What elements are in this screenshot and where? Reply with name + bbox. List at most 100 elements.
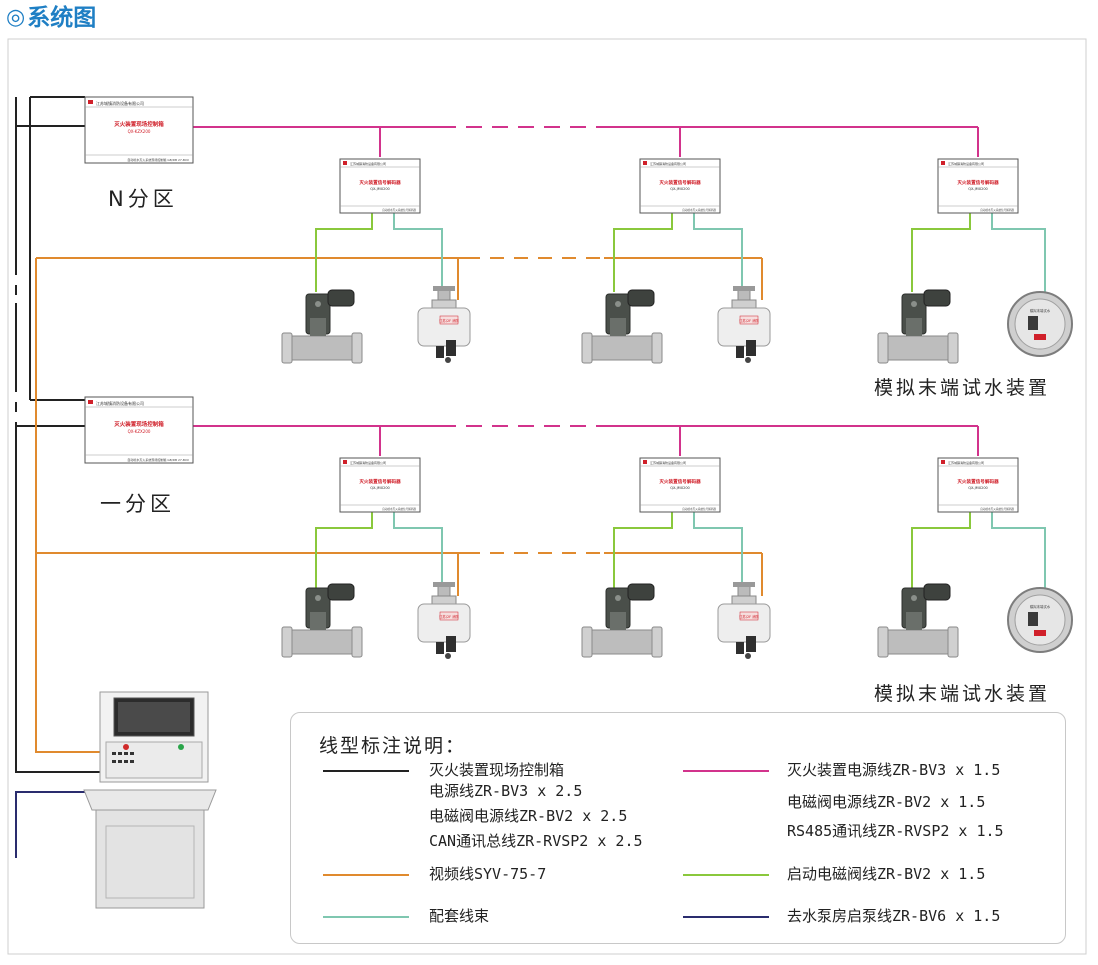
site-control-box-n: 江苏城镇消防设备有限公司灭火装置现场控制箱QX-KZX200自动喷水灭火系统现场… [84,96,194,164]
solenoid-valve-n-2 [581,289,663,364]
cabinet-cap [733,286,755,291]
valve-cabinet-n-1: 江苏/2F 消防 [417,286,471,363]
cabinet-knob [745,653,751,659]
control-bus-lower [15,422,118,773]
branch-one-1-teal [393,512,443,588]
console-key [112,760,116,763]
valve-flange-right [651,332,663,364]
branch-n-3-teal [991,213,1046,292]
console-base-door [105,825,195,899]
decoder-model: QX-JMX200 [670,187,690,191]
test-device-indicator [1034,630,1046,636]
diagram-frame [7,38,1087,955]
site-box-body [84,96,194,164]
branch-n-3-green [911,213,971,292]
legend: 线型标注说明： 灭火装置现场控制箱 电源线ZR-BV3 x 2.5 电磁阀电源线… [290,712,1066,944]
branch-n-1-teal [393,213,443,292]
valve-connector [923,289,951,307]
valve-stem [310,612,326,630]
cabinet-body [417,307,471,347]
cabinet-knob [745,357,751,363]
branch-one-1-green [315,512,373,588]
console-screen-glass [118,702,190,732]
console-key [130,752,134,755]
decoder-one-3: 江苏城镇消防设备有限公司灭火装置信号解码器QX-JMX200自动喷水灭火系统信号… [937,457,1019,513]
cabinet-handle-left [436,642,444,654]
decoder-body [639,158,721,214]
decoder-one-2: 江苏城镇消防设备有限公司灭火装置信号解码器QX-JMX200自动喷水灭火系统信号… [639,457,721,513]
cabinet-label-box [739,315,759,325]
terminal-test-device-one: 模拟末端试水 [1007,587,1073,653]
cabinet-handle-left [436,346,444,358]
valve-pipe [587,629,657,655]
test-device-label: 模拟末端试水 [1030,308,1051,313]
cabinet-neck [731,595,757,605]
site-box-logo-icon [88,100,93,104]
valve-cabinet-one-1: 江苏/2F 消防 [417,582,471,659]
legend-text-pump: 去水泵房启泵线ZR-BV6 x 1.5 [787,907,1001,925]
decoder-company: 江苏城镇消防设备有限公司 [948,460,984,465]
decoder-model: QX-JMX200 [370,486,390,490]
valve-nut [315,595,321,601]
site-box-footer: 自动喷水灭火系统现场控制箱 GB/DB 27-BXX [127,457,189,462]
valve-pipe [587,335,657,361]
valve-flange-left [877,626,889,658]
valve-nut [615,301,621,307]
terminal-label-upper: 模拟末端试水装置 [874,377,1051,399]
decoder-body [937,158,1019,214]
decoder-model: QX-JMX200 [670,486,690,490]
console-status-light-icon [178,744,184,750]
branch-one-2-green [613,512,673,588]
branch-n-2-teal [693,213,743,292]
decoder-title: 灭火装置信号解码器 [358,478,401,485]
title-text: 系统图 [27,5,97,31]
valve-connector [627,289,655,307]
zone-label-n: N分区 [108,187,178,211]
legend-text-power-1: 灭火装置电源线ZR-BV3 x 1.5 [787,761,1001,779]
solenoid-valve-n-3 [877,289,959,364]
cabinet-handle-right [446,636,456,652]
decoder-footer: 自动喷水灭火系统信号解码器 [980,208,1014,212]
decoder-logo-icon [343,460,347,464]
valve-connector [327,289,355,307]
decoder-body [339,457,421,513]
cabinet-body [717,307,771,347]
cabinet-body [717,603,771,643]
console-key [130,760,134,763]
console-alarm-light-icon [123,744,129,750]
valve-flange-left [281,332,293,364]
legend-swatch-start-valve [683,874,769,876]
valve-stem [610,318,626,336]
cabinet-neck [431,299,457,309]
site-box-title: 灭火装置现场控制箱 [113,120,164,128]
solenoid-valve-one-1 [281,583,363,658]
valve-flange-left [581,626,593,658]
site-box-logo-icon [88,400,93,404]
test-device-face [1014,298,1066,350]
console-key [124,752,128,755]
decoder-footer: 自动喷水灭火系统信号解码器 [382,208,416,212]
decoder-logo-icon [343,161,347,165]
valve-flange-right [651,626,663,658]
valve-flange-right [351,626,363,658]
decoder-n-2: 江苏城镇消防设备有限公司灭火装置信号解码器QX-JMX200自动喷水灭火系统信号… [639,158,721,214]
decoder-body [937,457,1019,513]
valve-pipe [883,335,953,361]
cabinet-knob [445,357,451,363]
decoder-one-1: 江苏城镇消防设备有限公司灭火装置信号解码器QX-JMX200自动喷水灭火系统信号… [339,457,421,513]
decoder-body [339,158,421,214]
legend-swatch-control [323,770,409,772]
cabinet-knob [445,653,451,659]
decoder-logo-icon [941,161,945,165]
decoder-footer: 自动喷水灭火系统信号解码器 [682,507,716,511]
decoder-title: 灭火装置信号解码器 [658,478,701,485]
valve-flange-left [581,332,593,364]
valve-flange-right [351,332,363,364]
site-box-company: 江苏城镇消防设备有限公司 [96,400,144,406]
branch-one-2-teal [693,512,743,588]
branch-n-1-green [315,213,373,292]
test-device-indicator [1034,334,1046,340]
solenoid-valve-one-3 [877,583,959,658]
legend-text-control-2: 电源线ZR-BV3 x 2.5 [429,782,583,800]
valve-flange-left [281,626,293,658]
